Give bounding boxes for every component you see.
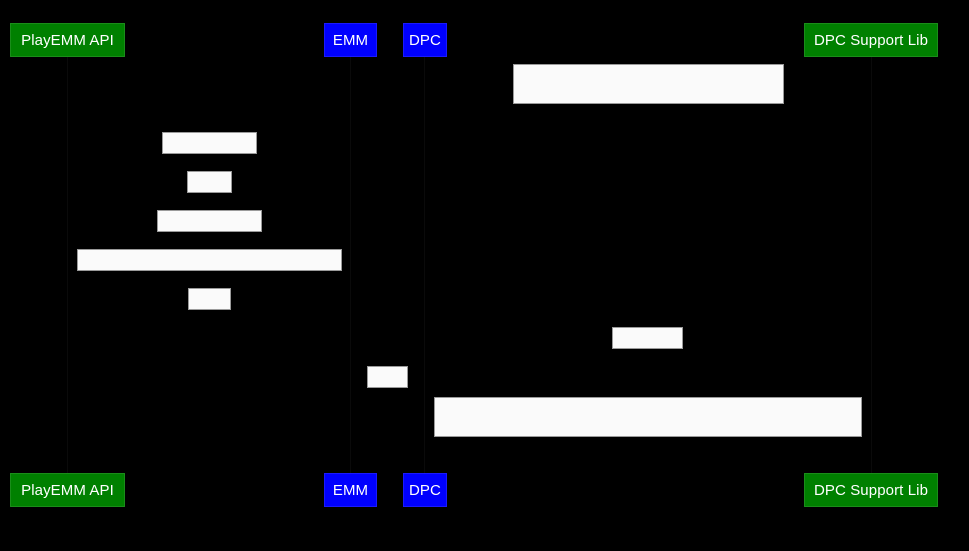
message-line-2: .addAndroidForWorkAccount(token, account… bbox=[455, 495, 841, 511]
message-callback[interactable]: callback() bbox=[612, 327, 683, 384]
message-token-to-dpc[interactable]: token bbox=[367, 366, 408, 423]
participant-label: PlayEMM API bbox=[21, 481, 114, 499]
message-users-generate-authentication-token[interactable]: users.generateAuthenticationToken() bbox=[77, 249, 342, 306]
message-line-1: token bbox=[191, 329, 228, 345]
message-line-2: .ensureWorkingEnvironment(callback) bbox=[527, 162, 770, 178]
message-ensure-working-environment[interactable]: androidForWorkAccountSupport .ensureWork… bbox=[513, 64, 784, 178]
message-userid[interactable]: userID bbox=[187, 171, 232, 228]
participant-bottom-dpc-support-lib[interactable]: DPC Support Lib bbox=[804, 473, 938, 507]
participant-label: DPC bbox=[409, 481, 441, 499]
message-line-1: androidForWorkAccountSupport bbox=[545, 105, 752, 121]
lifeline-dpc-support-lib bbox=[871, 57, 872, 473]
participant-bottom-dpc[interactable]: DPC bbox=[403, 473, 447, 507]
participant-label: DPC Support Lib bbox=[813, 31, 929, 49]
participant-label: PlayEMM API bbox=[21, 31, 114, 49]
message-users-update[interactable]: users.update() bbox=[157, 210, 262, 267]
participant-label: DPC bbox=[409, 31, 441, 49]
lifeline-emm bbox=[350, 57, 351, 473]
participant-label: EMM bbox=[332, 31, 369, 49]
participant-bottom-emm[interactable]: EMM bbox=[324, 473, 377, 507]
message-line-1: token bbox=[370, 407, 406, 423]
participant-top-dpc[interactable]: DPC bbox=[403, 23, 447, 57]
participant-top-emm[interactable]: EMM bbox=[324, 23, 377, 57]
participant-top-playemm-api[interactable]: PlayEMM API bbox=[10, 23, 125, 57]
message-line-1: androidForWorkAccountSupport bbox=[545, 438, 751, 454]
lifeline-dpc bbox=[424, 57, 425, 473]
participant-bottom-playemm-api[interactable]: PlayEMM API bbox=[10, 473, 125, 507]
participant-label: DPC Support Lib bbox=[813, 481, 929, 499]
participant-label: EMM bbox=[332, 481, 369, 499]
sequence-diagram-canvas: PlayEMM API EMM DPC DPC Support Lib andr… bbox=[10, 23, 938, 511]
message-line-1: callback() bbox=[616, 368, 679, 384]
message-token-to-emm[interactable]: token bbox=[188, 288, 231, 345]
participant-top-dpc-support-lib[interactable]: DPC Support Lib bbox=[804, 23, 938, 57]
message-users-insert[interactable]: users.insert() bbox=[162, 132, 257, 189]
message-add-android-for-work-account[interactable]: androidForWorkAccountSupport .addAndroid… bbox=[434, 397, 862, 511]
lifeline-playemm-api bbox=[67, 57, 68, 473]
